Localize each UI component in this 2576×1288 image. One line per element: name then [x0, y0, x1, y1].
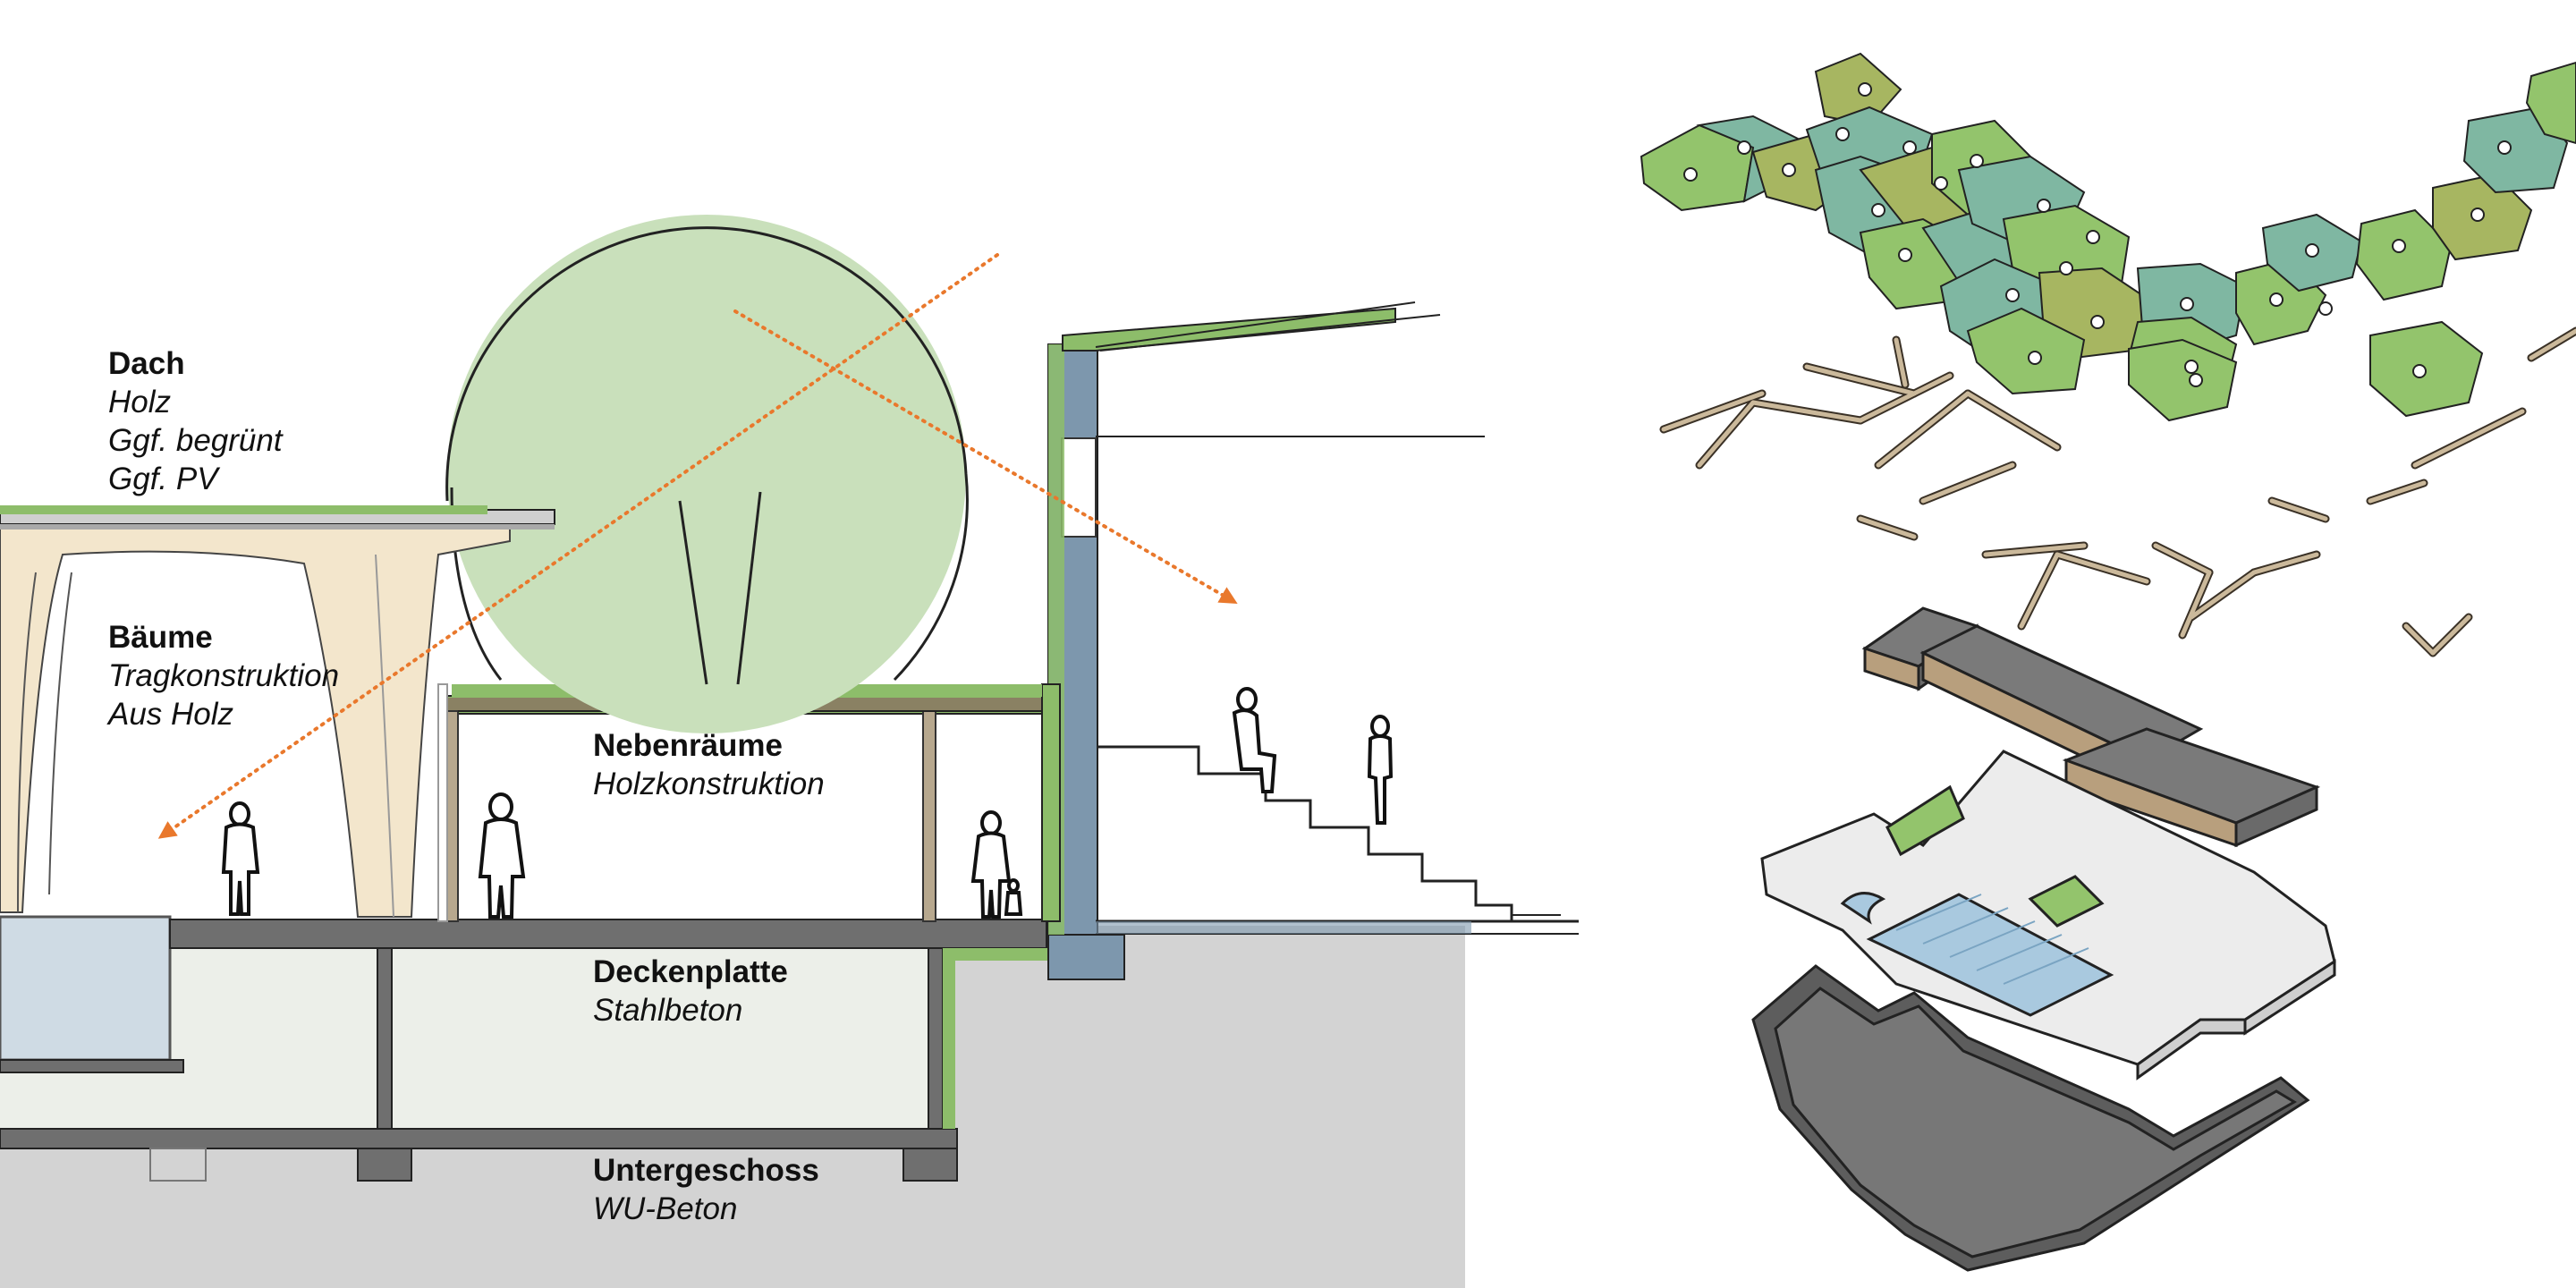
label-slab-title: Deckenplatte [593, 954, 788, 989]
swimming-pool [1866, 893, 2114, 1017]
label-roof-line: Ggf. PV [108, 462, 218, 496]
label-auxiliary-rooms: Nebenräume Holzkonstruktion [593, 726, 825, 803]
pool-level-slab [1760, 750, 2336, 1080]
person-silhouette-icon [221, 801, 260, 916]
label-trees: Bäume Tragkonstruktion Aus Holz [108, 618, 339, 733]
stairs [1098, 745, 1513, 921]
tree-canopy [447, 215, 966, 733]
pool-water [0, 915, 172, 1062]
label-trees-title: Bäume [108, 620, 213, 655]
exploded-axonometric [1640, 52, 2576, 1272]
label-basement-title: Untergeschoss [593, 1153, 819, 1188]
label-slab: Deckenplatte Stahlbeton [593, 953, 788, 1030]
person-silhouette-icon [970, 810, 1023, 919]
label-trees-line: Aus Holz [108, 697, 234, 732]
person-silhouette-icon [478, 792, 526, 919]
label-auxiliary-rooms-line: Holzkonstruktion [593, 767, 825, 801]
sun-direction-arrow-icon [733, 309, 1238, 605]
aux-rooms-block [1861, 606, 2321, 848]
label-roof-title: Dach [108, 346, 185, 381]
building-section [0, 215, 1579, 1288]
roof-cells [1640, 52, 2576, 422]
sun-direction-arrow-icon [157, 253, 999, 839]
label-basement-line: WU-Beton [593, 1191, 738, 1226]
label-auxiliary-rooms-title: Nebenräume [593, 728, 784, 763]
label-roof: Dach Holz Ggf. begrünt Ggf. PV [108, 344, 283, 498]
person-silhouette-icon [1367, 715, 1394, 825]
person-silhouette-icon [1232, 687, 1277, 793]
label-roof-line: Ggf. begrünt [108, 423, 283, 458]
timber-tree-structure [0, 527, 511, 918]
label-slab-line: Stahlbeton [593, 993, 743, 1028]
slab [169, 919, 1047, 949]
label-trees-line: Tragkonstruktion [108, 658, 340, 693]
label-roof-line: Holz [108, 385, 172, 419]
basement-tub [1751, 964, 2310, 1272]
label-basement: Untergeschoss WU-Beton [593, 1151, 819, 1228]
basement-floor [0, 1128, 958, 1149]
